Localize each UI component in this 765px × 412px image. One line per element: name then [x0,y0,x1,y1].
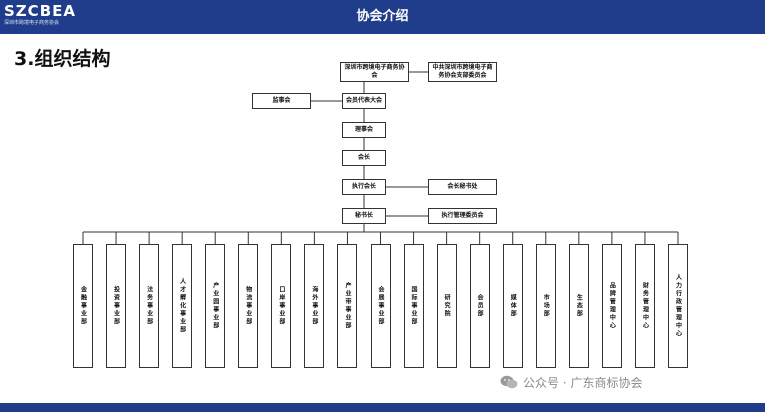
party-committee-box: 中共深圳市跨境电子商务协会支部委员会 [428,62,497,82]
president-office-box: 会长秘书处 [428,179,497,195]
department-label: 研究院 [443,294,451,318]
department-label: 市场部 [542,294,550,318]
wechat-icon [500,375,518,389]
supervisors-box: 监事会 [252,93,311,109]
department-box: 口岸事业部 [271,244,292,368]
council-label: 理事会 [354,126,373,133]
department-box: 产业带事业部 [337,244,358,368]
department-label: 人力行政管理中心 [674,274,682,338]
assembly-box: 会员代表大会 [342,93,386,109]
header-bar: SZCBEA 深圳市跨境电子商务协会 协会介绍 [0,0,765,34]
department-label: 产业园事业部 [211,282,219,330]
department-label: 会员部 [476,294,484,318]
department-label: 产业带事业部 [343,282,351,330]
department-label: 口岸事业部 [277,286,285,326]
department-box: 市场部 [535,244,556,368]
executive-president-label: 执行会长 [351,183,376,190]
supervisors-label: 监事会 [272,97,291,104]
secretary-general-box: 秘书长 [342,208,386,224]
department-box: 投资事业部 [106,244,127,368]
department-box: 财务管理中心 [634,244,655,368]
council-box: 理事会 [342,122,386,138]
department-box: 人力行政管理中心 [668,244,688,368]
department-label: 人才孵化事业部 [178,278,186,334]
department-box: 研究院 [436,244,457,368]
assembly-label: 会员代表大会 [345,97,382,104]
department-box: 物流事业部 [238,244,259,368]
department-label: 生态部 [575,294,583,318]
watermark: 公众号 · 广东商标协会 [500,372,642,392]
department-box: 生态部 [568,244,589,368]
department-box: 人才孵化事业部 [172,244,193,368]
logo-subtitle: 深圳市跨境电子商务协会 [4,20,60,26]
department-label: 法务事业部 [145,286,153,326]
department-box: 金融事业部 [73,244,93,368]
department-label: 财务管理中心 [641,282,649,330]
org-top-label: 深圳市跨境电子商务协会 [344,64,405,79]
department-box: 品牌管理中心 [601,244,622,368]
department-box: 媒体部 [502,244,523,368]
secretary-general-label: 秘书长 [354,212,373,219]
president-label: 会长 [357,154,370,161]
logo-text: SZCBEA [4,2,76,20]
department-box: 法务事业部 [139,244,160,368]
logo: SZCBEA 深圳市跨境电子商务协会 [4,3,76,27]
exec-committee-box: 执行管理委员会 [428,208,497,224]
department-label: 品牌管理中心 [608,282,616,330]
department-label: 媒体部 [509,294,517,318]
exec-committee-label: 执行管理委员会 [441,212,484,219]
department-label: 国际事业部 [410,286,418,326]
department-box: 会展事业部 [370,244,391,368]
department-label: 会展事业部 [377,286,384,326]
department-box: 国际事业部 [403,244,424,368]
department-label: 金融事业部 [79,286,87,326]
page-title: 协会介绍 [356,9,409,24]
department-box: 海外事业部 [304,244,325,368]
department-label: 物流事业部 [244,286,252,326]
department-box: 产业园事业部 [205,244,226,368]
president-office-label: 会长秘书处 [447,183,478,190]
department-label: 海外事业部 [310,286,318,326]
executive-president-box: 执行会长 [342,179,386,195]
section-title: 3.组织结构 [14,48,111,70]
org-top-box: 深圳市跨境电子商务协会 [340,62,409,82]
party-committee-label: 中共深圳市跨境电子商务协会支部委员会 [432,64,493,79]
watermark-text: 公众号 · 广东商标协会 [523,375,643,390]
department-label: 投资事业部 [112,286,120,326]
department-box: 会员部 [469,244,490,368]
bottom-bar [0,403,765,412]
president-box: 会长 [342,150,386,166]
